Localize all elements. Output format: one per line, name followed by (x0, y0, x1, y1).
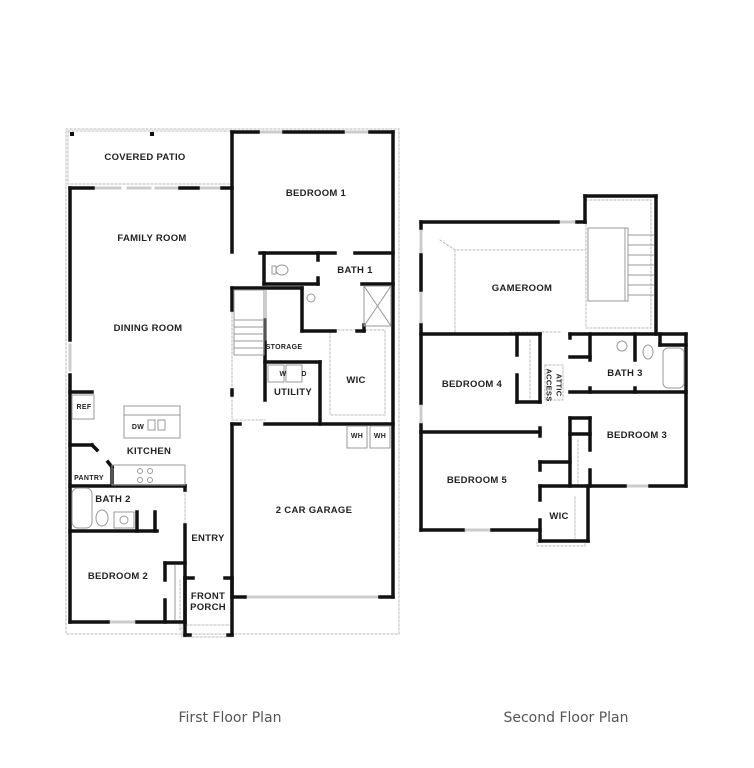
room-label-bedroom-3: BEDROOM 3 (606, 430, 668, 441)
room-label-bath-3: BATH 3 (607, 368, 643, 379)
room-label-utility: UTILITY (274, 387, 312, 398)
water-heater-label-2: WH (373, 433, 387, 440)
room-label-second-wic: WIC (549, 511, 569, 522)
first-floor-caption: First Floor Plan (178, 710, 282, 726)
room-label-bedroom-5: BEDROOM 5 (446, 475, 508, 486)
room-label-bath-2: BATH 2 (95, 494, 131, 505)
room-label-bath-1: BATH 1 (337, 265, 373, 276)
room-label-front-porch-line-1: FRONT (190, 591, 226, 602)
attic-access-label-line-1: ATTIC (554, 373, 564, 397)
water-heater-label-1: WH (350, 433, 364, 440)
room-label-entry: ENTRY (191, 533, 225, 544)
room-label-covered-patio: COVERED PATIO (104, 152, 186, 163)
room-label-bedroom-1: BEDROOM 1 (285, 188, 347, 199)
room-label-storage: STORAGE (265, 344, 303, 351)
room-label-kitchen: KITCHEN (126, 446, 172, 457)
dw-label: DW (131, 424, 145, 431)
room-label-front-porch-line-2: PORCH (190, 602, 226, 613)
room-label-family-room: FAMILY ROOM (117, 233, 187, 244)
dryer-label: D (301, 371, 307, 378)
room-label-garage: 2 CAR GARAGE (275, 505, 353, 516)
room-label-bedroom-4: BEDROOM 4 (441, 379, 503, 390)
room-label-bedroom-2: BEDROOM 2 (87, 571, 149, 582)
room-label-wic: WIC (346, 375, 366, 386)
first-floor-plan (65, 128, 400, 638)
second-floor-caption: Second Floor Plan (503, 710, 629, 726)
second-floor-plan (419, 194, 688, 547)
ref-label: REF (76, 404, 92, 411)
room-label-pantry: PANTRY (74, 475, 104, 482)
attic-access-label-line-2: ACCESS (544, 368, 554, 402)
room-label-dining-room: DINING ROOM (113, 323, 183, 334)
room-label-gameroom: GAMEROOM (491, 283, 553, 294)
washer-label: W (279, 371, 287, 378)
